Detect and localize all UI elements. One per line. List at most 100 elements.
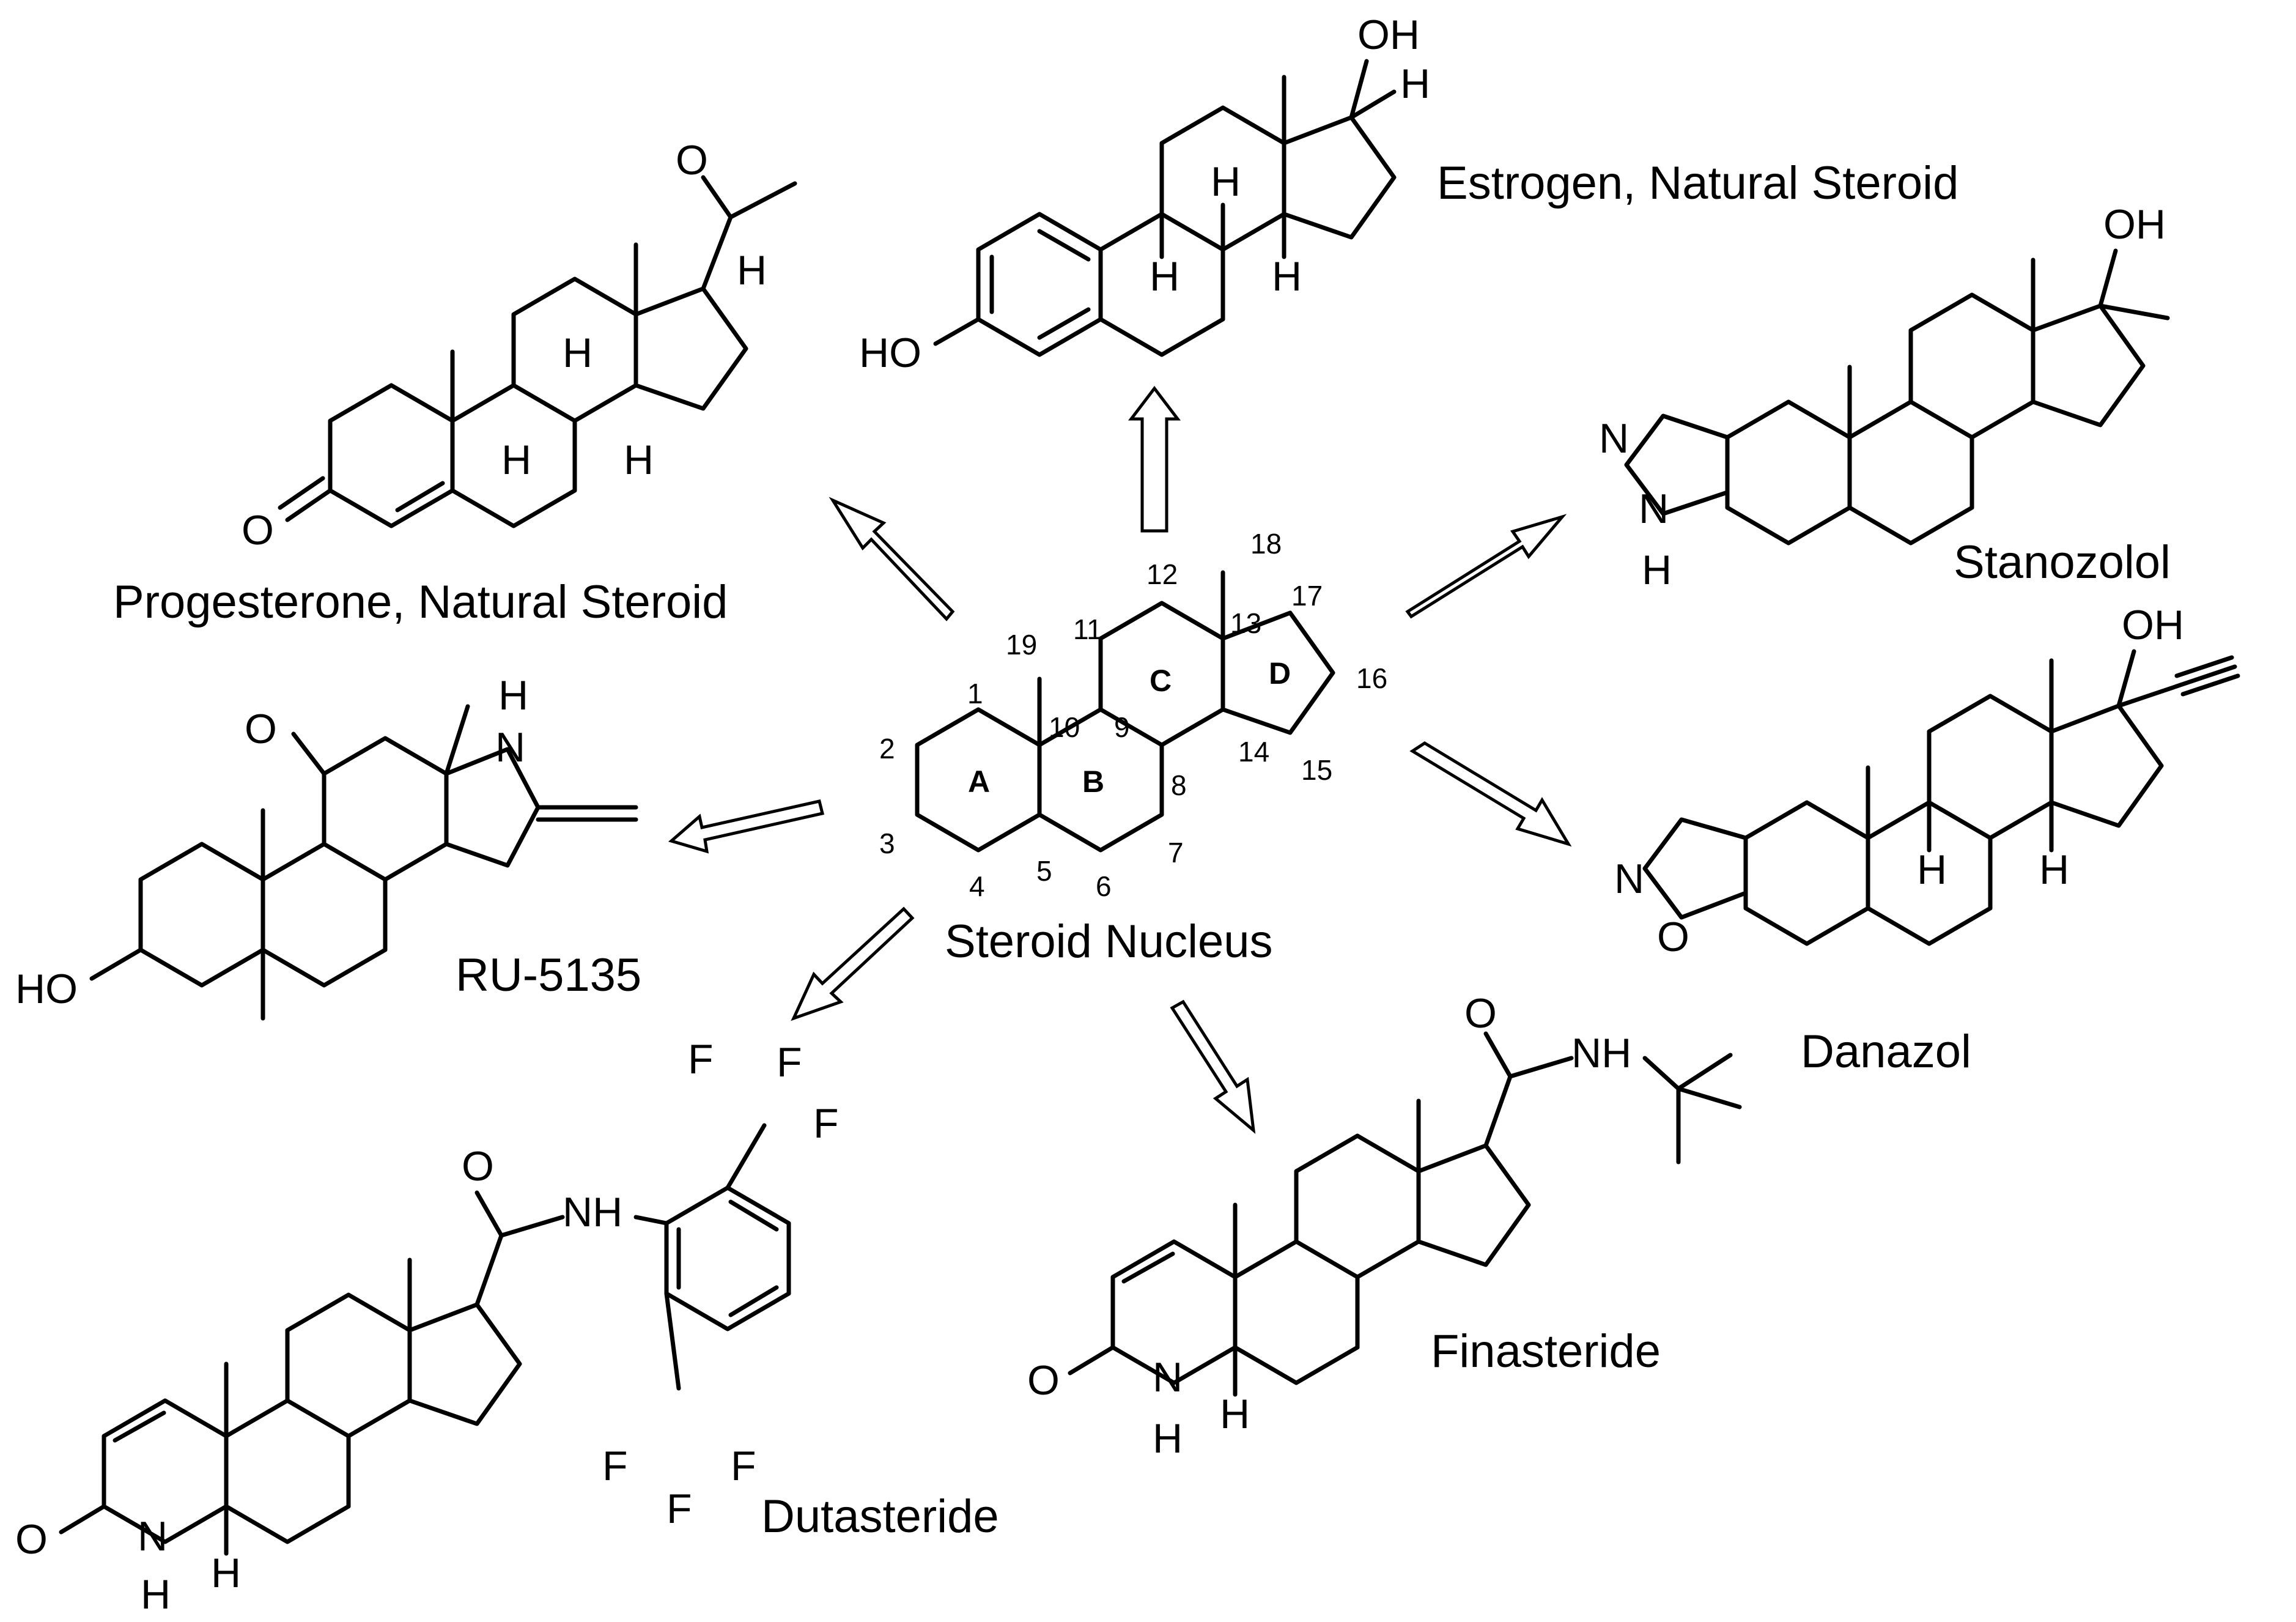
danazol-ring-a [1743,800,1870,946]
progesterone-ketone [285,488,333,522]
nucleus-ring-d [1220,610,1335,735]
arrow-to-finasteride [1170,999,1256,1134]
finasteride-ring-b [1233,1239,1360,1385]
estrogen-double-1 [1037,229,1091,262]
position-16: 16 [1356,662,1387,694]
progesterone-atom-h17: H [737,247,767,294]
finasteride-atom-h5: H [1220,1391,1250,1437]
ru5135-methyl-13 [444,704,470,776]
stanozolol-structure: OH N N H Stanozolol [1599,201,2171,593]
arrow-to-estrogen [1128,385,1181,533]
dutasteride-structure: O NH F F F F F F O N H H Dutasteride [15,1036,999,1618]
danazol-ring-d [2049,703,2164,828]
estrogen-ring-d [1282,115,1397,240]
progesterone-atom-h14: H [624,437,654,483]
position-12: 12 [1146,558,1178,590]
ru5135-atom-ho: HO [15,966,78,1012]
progesterone-atom-h8: H [563,330,592,376]
estrogen-double-3 [1037,307,1091,340]
dutasteride-amide-n [499,1215,565,1238]
dutasteride-atom-nh: NH [563,1189,622,1235]
progesterone-ring-c [511,276,638,423]
ru5135-ring-c [322,736,449,882]
position-7: 7 [1168,837,1184,868]
dutasteride-atom-f5: F [731,1443,756,1489]
danazol-atom-o: O [1657,914,1689,960]
danazol-ethynyl-3 [2180,673,2240,697]
finasteride-tbu-3 [1676,1086,1742,1109]
progesterone-acetyl-co [701,175,733,220]
progesterone-double [395,481,445,513]
position-5: 5 [1036,855,1052,887]
arrow-to-stanozolol [1405,514,1567,619]
estrogen-atom-h9: H [1150,253,1179,300]
dutasteride-atom-f4: F [602,1443,628,1489]
stanozolol-atom-h: H [1642,547,1672,593]
stanozolol-oh-bond [2098,248,2118,308]
danazol-oh-bond [2116,649,2136,708]
ru5135-atom-o: O [245,706,277,752]
ru5135-atom-h: H [498,672,528,719]
danazol-ethynyl-2 [2174,655,2234,678]
dutasteride-ring-b [224,1398,351,1544]
progesterone-atom-o-acetyl: O [676,137,708,183]
estrogen-atom-oh: OH [1357,12,1420,58]
estrogen-oh-bond [1349,59,1369,120]
steroid-nucleus: A B C D 1 2 3 4 5 6 7 8 9 10 11 12 13 14… [879,528,1387,968]
position-18: 18 [1250,528,1282,560]
ru5135-structure: O H N HO RU-5135 [15,672,641,1021]
finasteride-atom-n: N [1153,1354,1183,1401]
nucleus-ring-c [1098,601,1225,747]
stanozolol-name: Stanozolol [1954,536,2171,588]
dutasteride-lactam-o [59,1504,106,1535]
estrogen-atom-ho: HO [859,330,921,376]
arrow-to-danazol [1409,741,1572,847]
position-9: 9 [1114,711,1130,743]
finasteride-atom-nh: NH [1571,1030,1631,1076]
dutasteride-ring-c [285,1292,412,1439]
estrogen-ring-a [976,212,1103,357]
dutasteride-atom-o-amide: O [462,1143,494,1190]
dutasteride-atom-n: N [138,1513,168,1560]
stanozolol-atom-oh: OH [2103,201,2166,248]
position-17: 17 [1291,580,1323,612]
progesterone-acetyl-1 [701,215,733,291]
nucleus-ring-b [1037,707,1164,853]
dutasteride-aryl-double-3 [728,1285,779,1317]
progesterone-atom-o-ketone: O [242,507,274,554]
dutasteride-atom-f1: F [688,1036,714,1083]
danazol-atom-n: N [1614,856,1644,902]
stanozolol-ring-c [1908,292,2036,440]
finasteride-amide-1 [1483,1074,1513,1148]
ring-label-b: B [1082,765,1104,799]
ru5135-name: RU-5135 [456,949,641,1001]
dutasteride-aryl-ring [664,1185,791,1331]
finasteride-structure: O NH O N H H Finasteride [1027,990,1742,1462]
progesterone-ring-a [328,383,455,528]
position-13: 13 [1230,607,1261,639]
finasteride-amide-co [1483,1031,1513,1079]
dutasteride-atom-h5: H [211,1550,241,1596]
danazol-isoxazole [1642,817,1748,920]
dutasteride-ring-d [407,1302,522,1426]
position-6: 6 [1096,870,1112,902]
dutasteride-cf3-bottom [664,1291,681,1391]
estrogen-ring-c [1159,105,1286,252]
estrogen-ho-bond [933,317,981,346]
arrow-to-progesterone [829,497,955,621]
dutasteride-cf3-top [725,1123,767,1190]
progesterone-structure: O H H H H O Progesterone, Natural Steroi… [113,137,797,628]
dutasteride-amide-co [474,1190,504,1238]
ru5135-atom-n: N [495,724,525,771]
finasteride-atom-o-amide: O [1464,990,1497,1037]
finasteride-ring-d [1416,1143,1531,1267]
progesterone-acetyl-me [728,181,797,220]
stanozolol-methyl-17 [2098,303,2170,320]
danazol-structure: OH N O H H Danazol [1614,602,2240,1078]
finasteride-atom-o-lactam: O [1027,1357,1060,1404]
danazol-atom-h14: H [2039,846,2069,893]
dutasteride-atom-f3: F [813,1100,839,1147]
arrow-to-dutasteride [791,906,915,1021]
